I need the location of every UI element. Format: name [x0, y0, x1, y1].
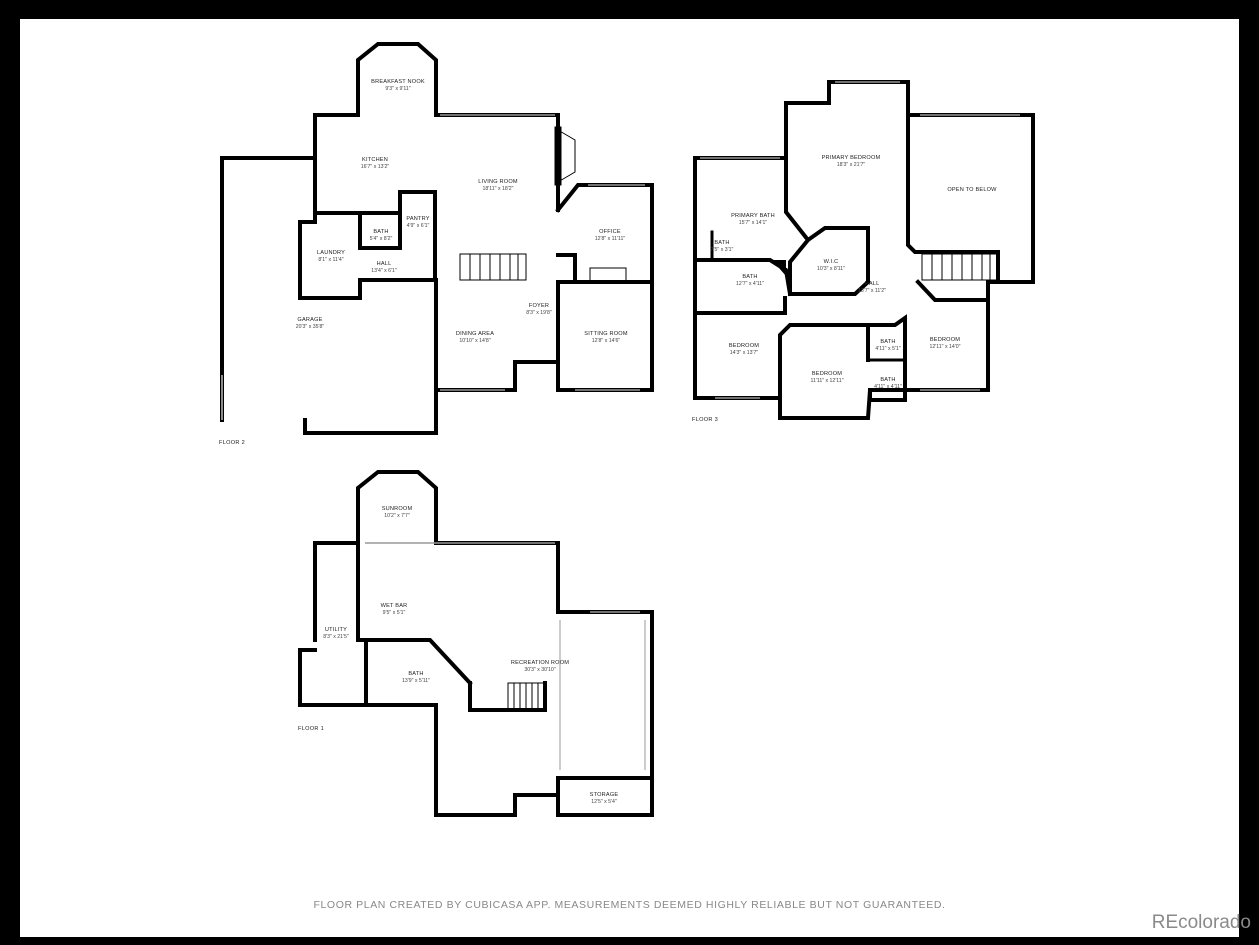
- floor3-primary-bed-wall: [784, 101, 870, 296]
- floor2-stairs: [459, 253, 527, 281]
- floor2-bath-wall: [358, 211, 402, 250]
- floor2-fireplace-mantel: [557, 129, 576, 183]
- floor2-fireplace-hearth: [589, 267, 627, 283]
- floor1-outer-wall: [298, 470, 654, 817]
- floor2-garage-right: [303, 293, 438, 435]
- floor2-garage-wall: [220, 156, 317, 422]
- floor3-bedroom1-wall: [693, 296, 787, 315]
- floor2-hall-wall: [298, 278, 438, 300]
- floor2-office-wall: [555, 183, 654, 392]
- floor3-bedroom3-wall: [915, 279, 990, 302]
- floor3-stairs: [921, 253, 999, 281]
- floor-3-label: FLOOR 3: [692, 417, 719, 423]
- floor1-storage-wall: [556, 776, 654, 817]
- floor-plan-drawing: [220, 42, 1035, 817]
- floor2-foyer-wall: [556, 253, 577, 284]
- floor-1-label: FLOOR 1: [298, 726, 325, 732]
- floor2-laundry-wall: [298, 190, 437, 300]
- floor1-wetbar-counter: [428, 638, 472, 685]
- floor3-closet-fill: [772, 260, 786, 276]
- floor3-bath-closet-wall: [866, 314, 907, 392]
- room-label-open-to-below: OPEN TO BELOW: [947, 187, 997, 193]
- floor2-outer-wall: [313, 42, 560, 217]
- floor1-wetbar-wall: [468, 681, 547, 712]
- floor2-dining-wall: [434, 278, 560, 392]
- floor-2-label: FLOOR 2: [219, 440, 246, 446]
- floor3-bedroom2-wall: [778, 323, 870, 400]
- disclaimer-text: FLOOR PLAN CREATED BY CUBICASA APP. MEAS…: [313, 899, 946, 911]
- floor1-utility-wall: [356, 541, 368, 707]
- brand-watermark: REcolorado: [1151, 912, 1251, 933]
- floor3-outer-wall: [693, 80, 1035, 420]
